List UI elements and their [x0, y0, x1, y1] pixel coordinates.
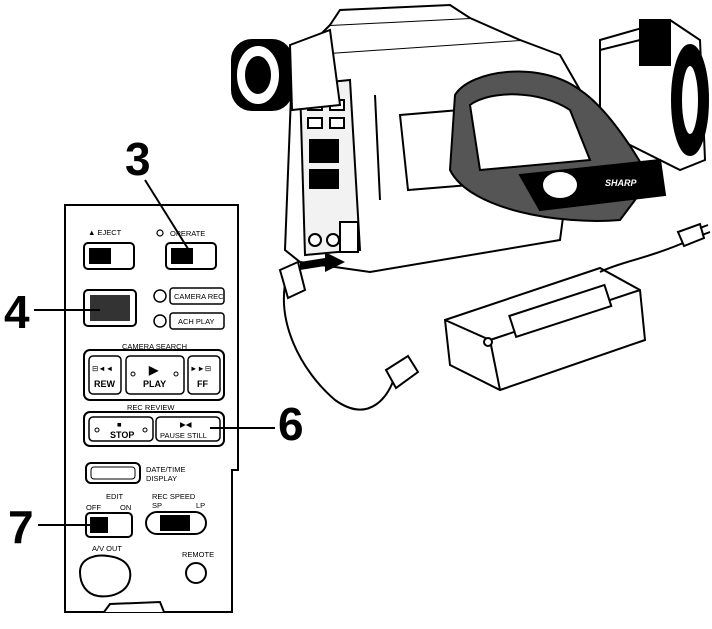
dc-in-arrow [300, 252, 345, 272]
panel-bottom-tab [103, 600, 165, 613]
play-dot-left [130, 371, 136, 377]
callout-7: 7 [8, 501, 34, 553]
ac-adapter [443, 266, 647, 392]
ff-label: FF [197, 379, 208, 389]
pause-still-label: PAUSE STILL [160, 431, 207, 440]
eject-label: ▲ EJECT [88, 228, 122, 237]
av-out-jack-cover[interactable] [78, 554, 132, 598]
play-button[interactable] [125, 355, 185, 395]
callout-4: 4 [4, 286, 30, 338]
rec-review-label: REC REVIEW [127, 403, 175, 412]
rec-speed-label: REC SPEED [152, 492, 196, 501]
camera-rec-indicator [153, 289, 167, 303]
tracking-wheel[interactable] [83, 289, 137, 327]
date-time-display-button[interactable] [85, 462, 141, 484]
play-label: PLAY [143, 379, 166, 389]
operate-indicator [156, 229, 164, 237]
viewfinder [231, 28, 342, 112]
play-dot-right [173, 371, 179, 377]
rec-speed-slide-switch[interactable] [145, 511, 207, 535]
operate-slide-switch[interactable] [165, 242, 217, 270]
lens-barrel [599, 18, 709, 172]
remote-label: REMOTE [182, 550, 214, 559]
dc-plug-right [384, 354, 420, 390]
ff-button[interactable] [187, 355, 221, 395]
ach-play-button[interactable] [169, 312, 225, 330]
date-time-label-line2: DISPLAY [146, 474, 177, 483]
pause-icon: ▶◀ [180, 420, 193, 429]
stop-icon: ■ [117, 420, 122, 429]
dc-plug-left [278, 260, 307, 300]
edit-slide-switch[interactable] [85, 512, 133, 538]
av-out-label: A/V OUT [92, 544, 122, 553]
eject-slide-switch[interactable] [83, 242, 135, 270]
rew-button[interactable] [88, 355, 122, 395]
stop-button[interactable] [88, 416, 154, 442]
date-time-label-line1: DATE/TIME [146, 465, 185, 474]
rec-speed-sp-label: SP [152, 501, 162, 510]
hand-strap [448, 70, 667, 222]
ach-play-label: ACH PLAY [178, 317, 215, 326]
edit-on-label: ON [120, 503, 131, 512]
edit-label: EDIT [106, 492, 124, 501]
rec-speed-lp-label: LP [196, 501, 205, 510]
ff-icon: ►►⊟ [190, 364, 211, 373]
ach-play-indicator [153, 314, 167, 328]
rew-label: REW [94, 379, 116, 389]
stop-label: STOP [110, 430, 134, 440]
callout-6: 6 [278, 398, 304, 450]
rew-icon: ⊟◄◄ [92, 364, 113, 373]
remote-sensor [185, 562, 207, 584]
power-cord [599, 239, 691, 273]
play-icon: ▶ [148, 363, 159, 377]
stop-dot-left [94, 427, 100, 433]
camera-rec-button[interactable] [169, 287, 225, 305]
camera-rec-label: CAMERA REC [174, 292, 224, 301]
dc-cable [282, 274, 396, 411]
operate-label: OPERATE [170, 229, 205, 238]
stop-dot-right [142, 427, 148, 433]
edit-off-label: OFF [86, 503, 101, 512]
callout-3: 3 [125, 133, 151, 185]
callout-3-leader [144, 179, 191, 253]
camera-search-label: CAMERA SEARCH [122, 342, 187, 351]
ac-plug [676, 222, 711, 248]
brand-logo: SHARP [605, 178, 638, 188]
